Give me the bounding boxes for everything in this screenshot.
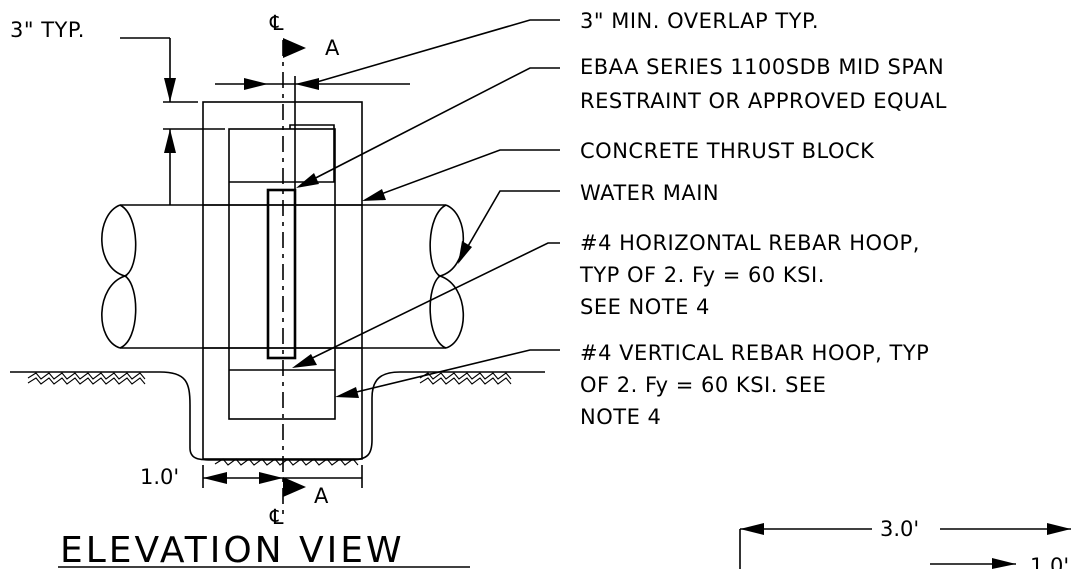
centerline-symbol-top: ℄ [269,11,284,35]
callout-vertical-rebar-hoop: #4 VERTICAL REBAR HOOP, TYP OF 2. Fy = 6… [580,341,929,429]
overlap-dimension [215,76,410,190]
callout-concrete-thrust-block: CONCRETE THRUST BLOCK [580,139,875,163]
svg-text:TYP OF 2. Fy = 60 KSI.: TYP OF 2. Fy = 60 KSI. [579,263,825,287]
callout-ebaa-restraint: EBAA SERIES 1100SDB MID SPAN RESTRAINT O… [580,55,947,113]
svg-text:OF 2. Fy = 60 KSI. SEE: OF 2. Fy = 60 KSI. SEE [580,373,826,397]
one-foot-dimension-label: 1.0' [140,465,179,489]
callout-horizontal-rebar-hoop: #4 HORIZONTAL REBAR HOOP, TYP OF 2. Fy =… [579,231,920,319]
section-marker-bottom-label: A [314,484,329,508]
callout-overlap: 3" MIN. OVERLAP TYP. [580,9,819,33]
svg-text:WATER MAIN: WATER MAIN [580,181,719,205]
svg-text:RESTRAINT OR APPROVED EQUAL: RESTRAINT OR APPROVED EQUAL [580,89,947,113]
three-foot-dimension [739,523,1071,569]
svg-text:SEE NOTE 4: SEE NOTE 4 [580,295,710,319]
leader-lines [292,19,560,398]
svg-text:3" MIN. OVERLAP TYP.: 3" MIN. OVERLAP TYP. [580,9,819,33]
svg-text:#4 VERTICAL REBAR HOOP, TYP: #4 VERTICAL REBAR HOOP, TYP [580,341,929,365]
one-foot-dimension [202,465,363,488]
typ-dimension-label: 3" TYP. [10,18,85,42]
callout-water-main: WATER MAIN [580,181,719,205]
svg-text:CONCRETE THRUST BLOCK: CONCRETE THRUST BLOCK [580,139,875,163]
svg-text:#4 HORIZONTAL REBAR HOOP,: #4 HORIZONTAL REBAR HOOP, [580,231,920,255]
concrete-thrust-block [202,101,363,460]
page-title: ELEVATION VIEW [60,530,405,569]
one-foot-dimension-right-label: 1.0' [1030,554,1069,569]
ground-line [10,371,545,466]
svg-text:EBAA SERIES 1100SDB MID SPAN: EBAA SERIES 1100SDB MID SPAN [580,55,944,79]
section-marker-top-label: A [325,36,340,60]
centerline-symbol-bottom: ℄ [269,505,284,529]
mid-span-restraint [266,188,297,360]
section-marker-bottom [283,477,306,497]
vertical-rebar-hoop [228,128,336,420]
section-marker-top [283,38,306,58]
typ-dimension [120,37,225,205]
svg-text:NOTE 4: NOTE 4 [580,405,661,429]
three-foot-dimension-label: 3.0' [880,517,919,541]
